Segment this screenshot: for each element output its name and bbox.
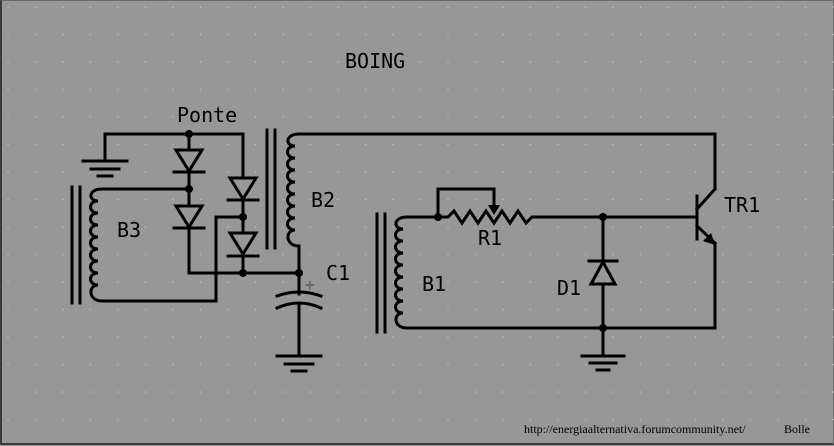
junction-dot — [185, 185, 193, 193]
label-d1: D1 — [557, 276, 581, 300]
diode-bridge-1 — [172, 148, 206, 174]
transformer-b1: B1 — [375, 212, 446, 334]
transformer-b2: B2 — [265, 128, 335, 275]
label-r1: R1 — [478, 226, 502, 250]
footer-url: http://energiaalternativa.forumcommunity… — [524, 422, 746, 436]
ground-symbol — [275, 354, 323, 373]
diode-bridge-3 — [226, 176, 260, 202]
capacitor-c1: + C1 — [275, 261, 350, 373]
capacitor-polarity-plus: + — [305, 275, 315, 294]
junction-dot — [185, 130, 193, 138]
wire-emitter — [405, 242, 717, 330]
junction-dot — [434, 213, 442, 221]
junction-dot — [239, 269, 247, 277]
label-b3: B3 — [117, 218, 141, 242]
label-c1: C1 — [326, 261, 350, 285]
emitter-arrow-icon — [703, 233, 715, 245]
ground-symbol — [580, 354, 626, 372]
transistor-tr1: TR1 — [694, 186, 760, 246]
label-b2: B2 — [311, 188, 335, 212]
label-tr1: TR1 — [724, 193, 760, 217]
label-ponte: Ponte — [177, 103, 237, 127]
ground-symbol — [81, 159, 129, 178]
wire-collector — [297, 132, 717, 191]
diode-bridge-2 — [172, 204, 206, 230]
diode-d1: D1 — [557, 213, 626, 372]
label-b1: B1 — [422, 272, 446, 296]
wiper-arrow-icon — [488, 205, 500, 215]
footer-author: Bolle — [784, 422, 810, 436]
junction-dot — [599, 213, 607, 221]
bridge-rectifier: Ponte — [100, 103, 303, 303]
diode-bridge-4 — [226, 231, 260, 258]
junction-dot — [239, 213, 247, 221]
potentiometer-r1: R1 — [405, 187, 699, 250]
diagram-title: BOING — [345, 49, 405, 73]
transformer-b3: B3 — [70, 185, 141, 305]
